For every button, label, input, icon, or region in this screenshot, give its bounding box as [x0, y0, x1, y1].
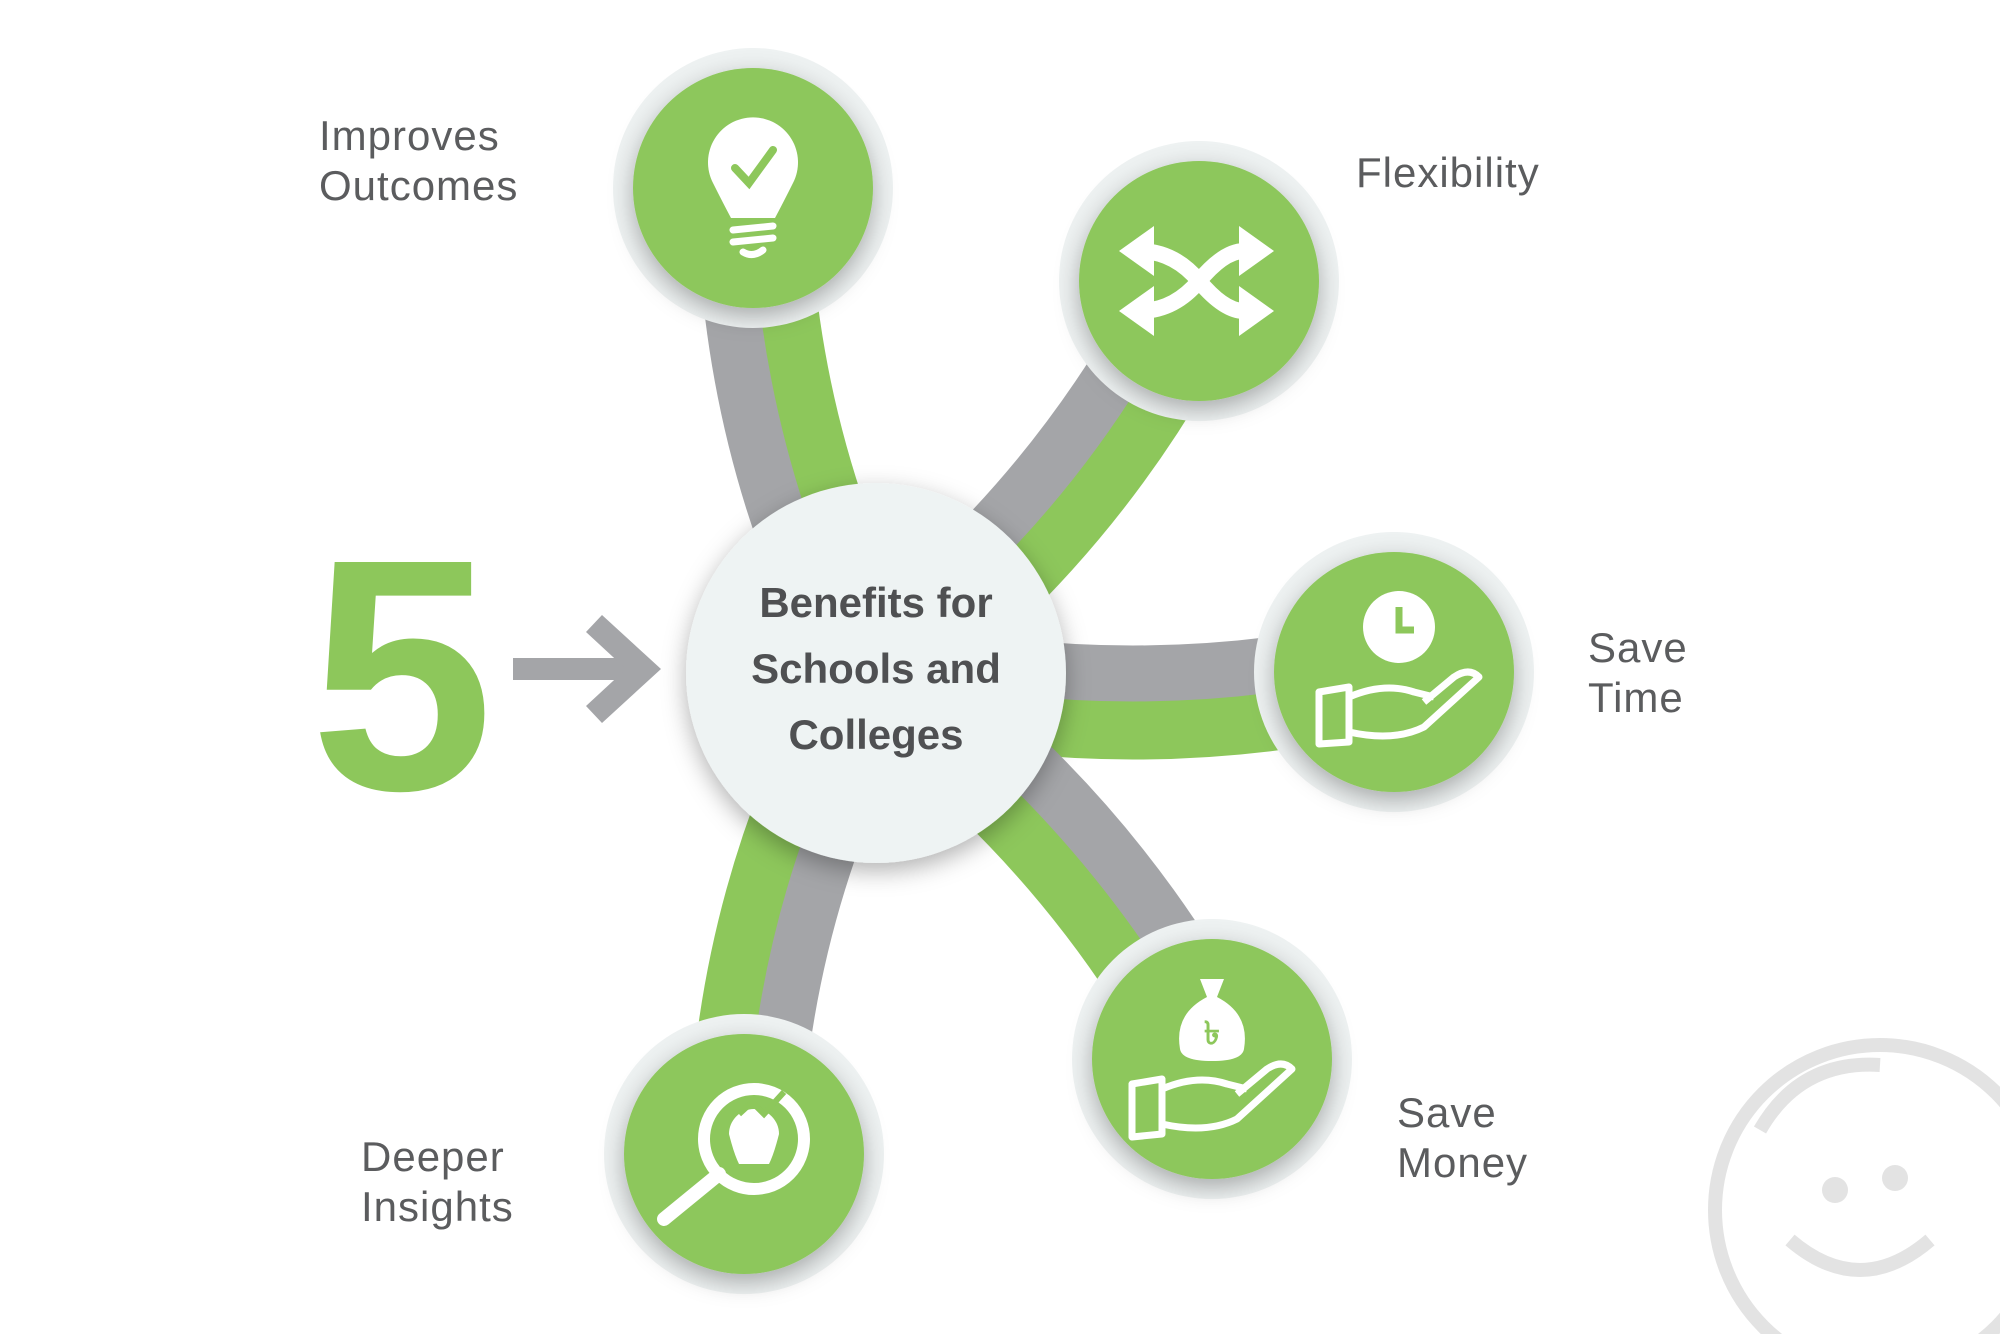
label-line: Money: [1397, 1139, 1529, 1186]
hand-money-bag-icon: ৳: [1128, 979, 1296, 1141]
center-title: Benefits for Schools and Colleges: [696, 570, 1056, 768]
label-flexibility: Flexibility: [1356, 148, 1540, 198]
benefit-node-3: [1254, 532, 1534, 812]
label-line: Save: [1397, 1089, 1497, 1136]
benefit-nodes: ৳: [604, 48, 1534, 1294]
label-save-time: Save Time: [1588, 623, 1688, 723]
label-line: Flexibility: [1356, 149, 1540, 196]
label-improves-outcomes: Improves Outcomes: [319, 111, 518, 211]
label-line: Time: [1588, 674, 1684, 721]
benefit-node-4: ৳: [1072, 919, 1352, 1199]
center-circle: [686, 483, 1066, 863]
benefit-node-2: [1059, 141, 1339, 421]
node-circle: [1274, 552, 1514, 792]
smiley-face-icon: [1708, 1038, 2000, 1334]
hand-clock-icon: [1315, 591, 1483, 748]
label-save-money: Save Money: [1397, 1088, 1528, 1188]
benefit-node-5: [604, 1014, 884, 1294]
label-line: Deeper: [361, 1133, 505, 1180]
lightbulb-check-icon: [708, 117, 798, 259]
center-title-line: Colleges: [788, 711, 964, 758]
label-line: Insights: [361, 1183, 514, 1230]
label-deeper-insights: Deeper Insights: [361, 1132, 514, 1232]
benefit-count: 5: [310, 490, 494, 859]
benefit-node-1: [613, 48, 893, 328]
svg-text:৳: ৳: [1204, 1014, 1220, 1052]
shuffle-arrows-icon: [1119, 226, 1274, 336]
label-line: Outcomes: [319, 162, 519, 209]
magnifier-lightbulb-icon: [657, 1083, 810, 1226]
center-title-line: Benefits for: [759, 579, 993, 626]
label-line: Save: [1588, 624, 1688, 671]
arrow-icon: [513, 615, 661, 723]
label-line: Improves: [319, 112, 500, 159]
center-title-line: Schools and: [751, 645, 1001, 692]
